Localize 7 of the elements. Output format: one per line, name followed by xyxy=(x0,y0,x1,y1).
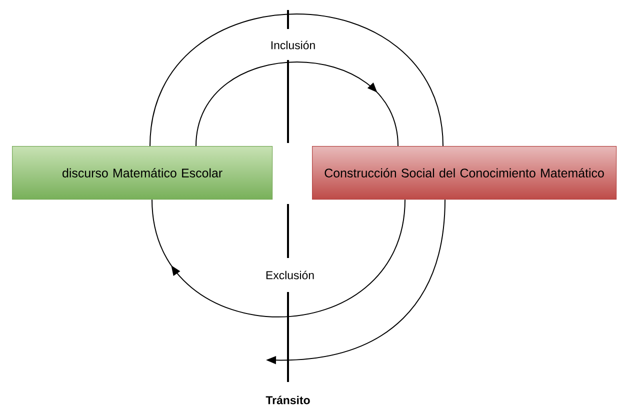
process-box: discurso Matemático Escolar xyxy=(12,146,273,200)
process-box: Construcción Social del Conocimiento Matemático xyxy=(312,146,617,200)
axis-label: Inclusión xyxy=(268,38,318,52)
arrow xyxy=(196,62,398,146)
arrow xyxy=(152,199,406,318)
axis-label: Tránsito xyxy=(264,394,312,406)
axis-label: Exclusión xyxy=(264,268,317,282)
